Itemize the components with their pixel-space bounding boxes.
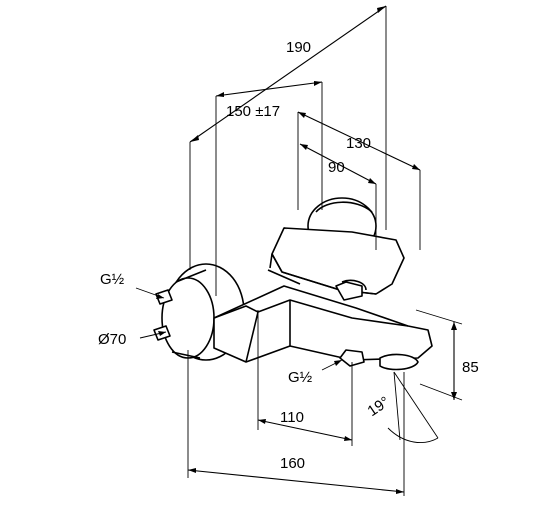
spout-outlet <box>379 353 419 371</box>
spout <box>339 349 365 367</box>
dimension-labels: 190 150 ±17 130 90 85 110 160 19° G½ Ø70… <box>98 39 479 472</box>
label-90: 90 <box>328 159 345 176</box>
faucet-body <box>153 197 433 371</box>
label-160: 160 <box>280 455 305 472</box>
label-190: 190 <box>286 39 311 56</box>
dimension-lines <box>135 5 463 496</box>
lever-pivot <box>335 281 363 301</box>
label-rosette-diameter: Ø70 <box>98 331 126 348</box>
label-inlet-thread: G½ <box>100 271 125 288</box>
label-19deg: 19° <box>364 393 392 420</box>
label-85: 85 <box>462 359 479 376</box>
label-130: 130 <box>346 135 371 152</box>
lever-top <box>283 227 405 285</box>
label-150: 150 ±17 <box>226 103 280 120</box>
label-outlet-thread: G½ <box>288 369 313 386</box>
label-110: 110 <box>280 409 304 426</box>
arrowheads <box>156 6 457 494</box>
mixer-body <box>213 285 433 363</box>
wall-rosette-inner <box>161 277 215 359</box>
